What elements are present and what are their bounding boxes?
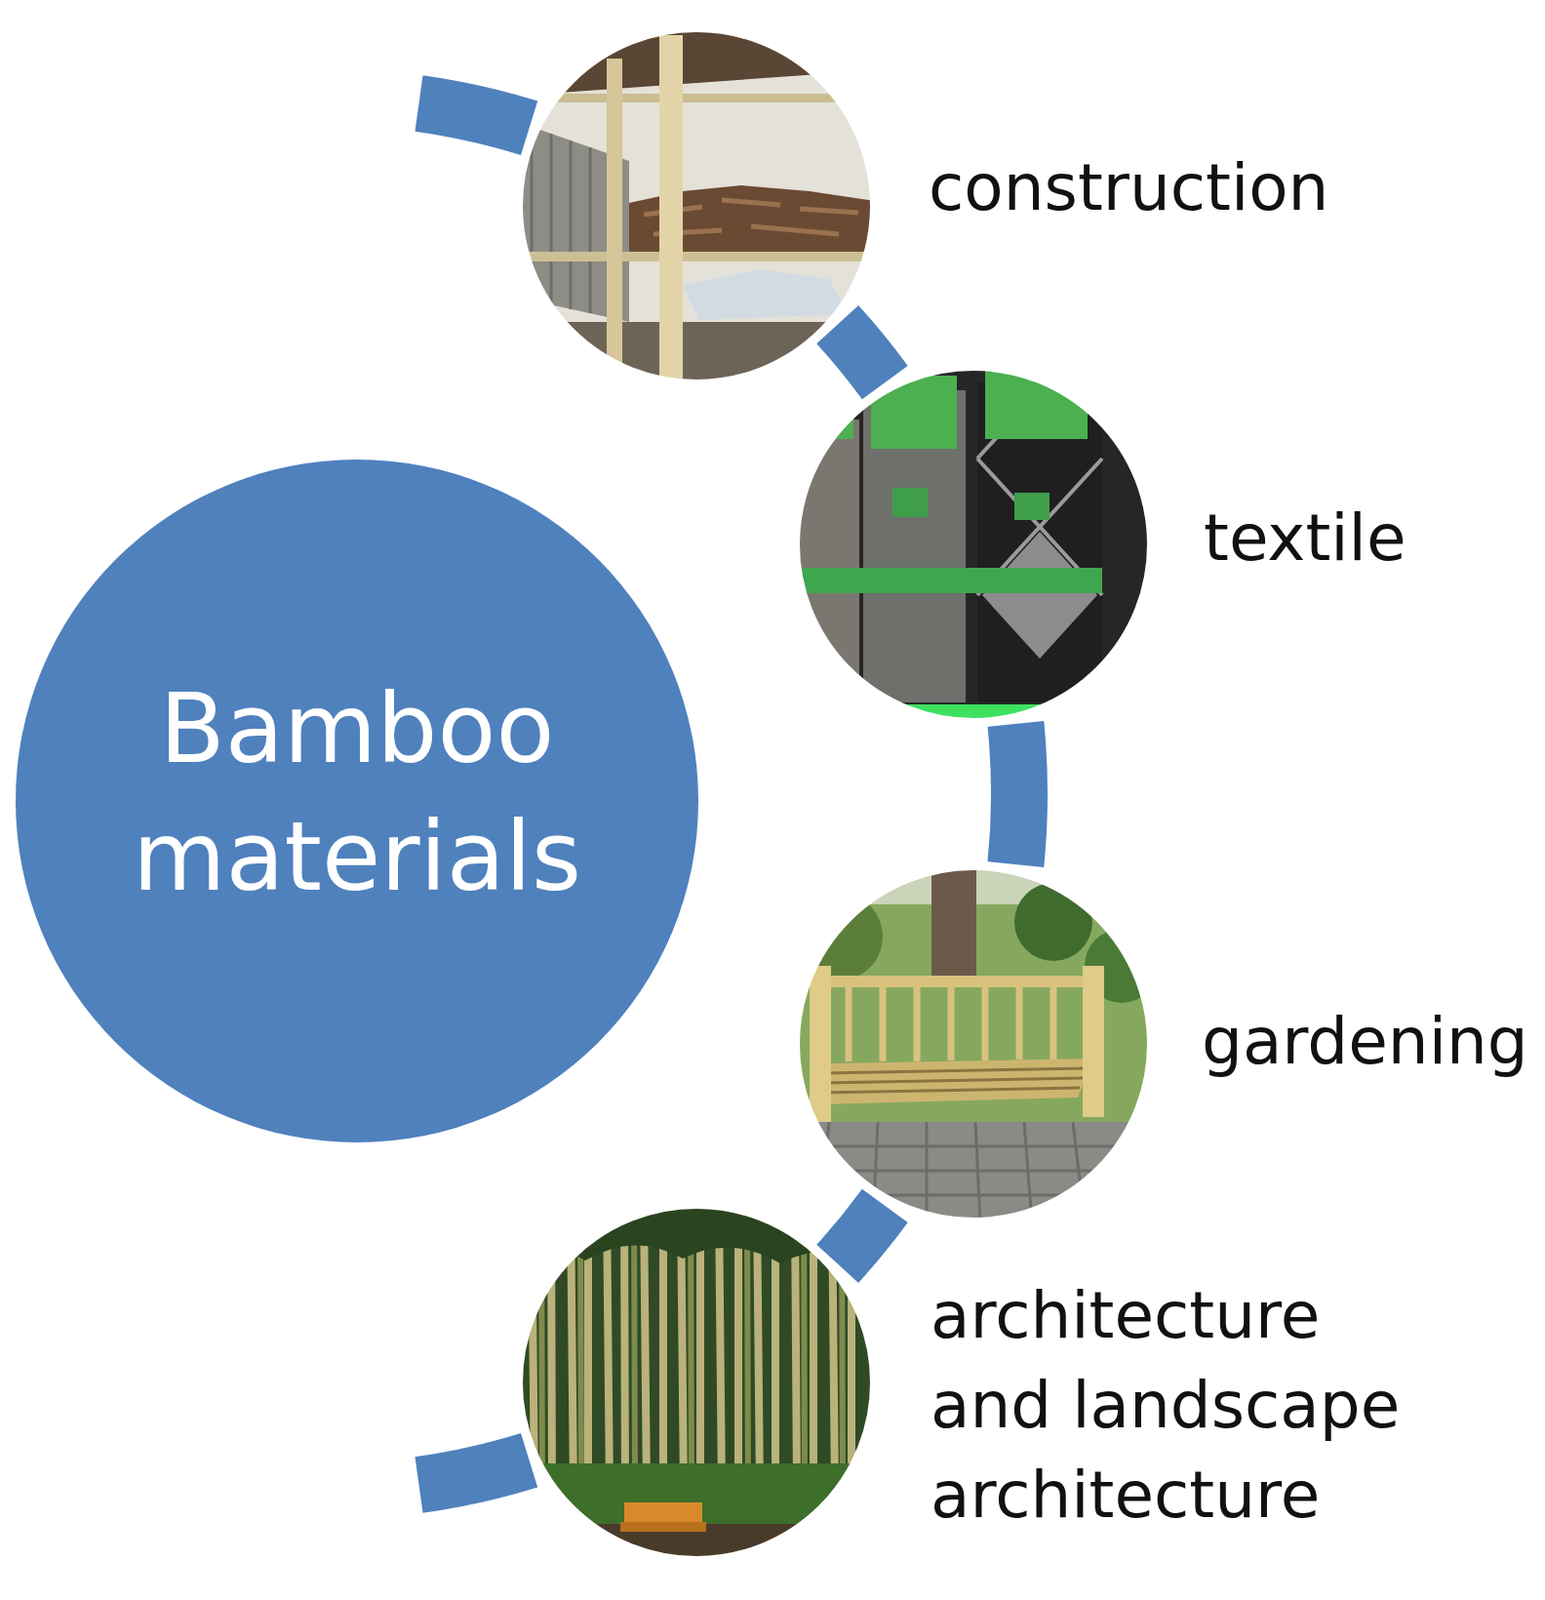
foliage [794, 865, 1152, 1223]
circle-outline [794, 365, 1152, 723]
tree-trunk [931, 865, 977, 988]
circle-outline [517, 27, 875, 385]
bench-slats [820, 1068, 1088, 1093]
bench-post [1082, 965, 1105, 1117]
forest [517, 1203, 875, 1561]
arc-connector [1015, 723, 1020, 865]
bamboo-post [659, 35, 683, 385]
textile-photo [794, 365, 1152, 723]
construction-photo [517, 27, 875, 385]
circle-shape [796, 367, 1150, 721]
sock-tag [892, 487, 928, 517]
bush [794, 892, 883, 981]
bench-back [819, 975, 1093, 988]
arc-connector [837, 1205, 886, 1265]
wall [517, 27, 875, 385]
shelf [517, 251, 875, 262]
argyle-patch [982, 531, 1098, 659]
photo-circle: construction [517, 27, 875, 385]
main-circle: Bamboo materials [15, 459, 699, 1143]
arc-stub [419, 1460, 530, 1485]
sock-label [799, 390, 854, 439]
tarp [682, 269, 849, 320]
circle-outline [517, 1203, 875, 1561]
bench-seat [819, 1058, 1093, 1105]
arc-connector [837, 324, 886, 384]
gardening-photo [794, 865, 1159, 1223]
photo-circle: gardening [794, 865, 1152, 1223]
arc-stub [419, 103, 530, 128]
sock-label [871, 375, 957, 449]
main-title: Bamboo materials [93, 665, 621, 921]
beam [517, 93, 875, 103]
circle-shape [519, 29, 873, 383]
photo-circle: architecture and landscape architecture [517, 1203, 875, 1561]
bamboo-post [606, 58, 623, 385]
category-label: construction [928, 143, 1329, 234]
bench-post [809, 965, 832, 1122]
circle-shape [519, 1205, 873, 1559]
sock-tag [1014, 492, 1050, 520]
category-label: textile [1203, 493, 1407, 584]
circle-shape [796, 867, 1150, 1221]
circle-outline [794, 865, 1152, 1223]
photo-circle: textile [794, 365, 1152, 723]
architecture-photo [517, 1203, 875, 1561]
circle-shape [15, 459, 699, 1143]
bench-front [620, 1521, 707, 1532]
category-label: architecture and landscape architecture [930, 1270, 1433, 1541]
ceiling [517, 27, 875, 96]
bench-spindles [848, 987, 1054, 1062]
category-label: gardening [1201, 996, 1529, 1087]
backdrop [794, 365, 1152, 723]
sock-band [794, 567, 1103, 594]
bush [1014, 882, 1093, 961]
